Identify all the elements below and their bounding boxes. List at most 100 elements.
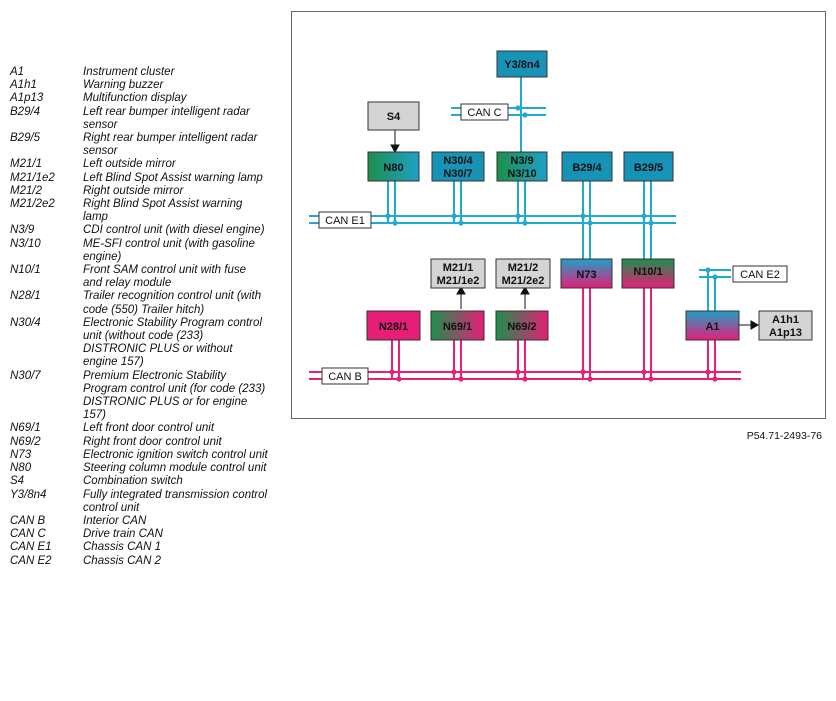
svg-text:CAN B: CAN B — [328, 371, 362, 383]
svg-text:N69/2: N69/2 — [507, 321, 536, 333]
box-n28-1: N28/1 — [366, 310, 421, 341]
legend-description: Fully integrated transmission control co… — [83, 488, 268, 514]
arrow-up-icon — [520, 285, 530, 295]
legend-code: M21/1e2 — [10, 171, 55, 184]
svg-text:B29/5: B29/5 — [634, 162, 663, 174]
bus-junctions — [385, 105, 718, 280]
legend-description: Premium Electronic Stability Program con… — [83, 369, 266, 422]
figure-reference: P54.71-2493-76 — [746, 430, 822, 442]
svg-text:CAN E1: CAN E1 — [325, 215, 365, 227]
legend-code: B29/4 — [10, 105, 41, 118]
legend-row: N3/9 CDI control unit (with diesel engine… — [10, 224, 280, 237]
box-n10-1: N10/1 — [621, 258, 675, 289]
legend-description: Interior CAN — [83, 514, 147, 527]
can-network-diagram: CAN C CAN E1 CAN E2 CAN B Y3/8n4 S4 N80 … — [309, 50, 813, 385]
legend-code: A1p13 — [10, 92, 44, 105]
box-b29-4: B29/4 — [561, 151, 613, 182]
legend-code: N10/1 — [10, 264, 41, 277]
legend-description: Right rear bumper intelligent radar sens… — [83, 132, 258, 158]
legend-description: Front SAM control unit with fuse and rel… — [83, 264, 246, 290]
legend-code: A1 — [10, 66, 25, 78]
svg-text:A1: A1 — [705, 321, 719, 333]
legend-description: Left Blind Spot Assist warning lamp — [83, 171, 263, 184]
legend-code: Y3/8n4 — [10, 488, 47, 501]
legend-code: CAN E2 — [10, 554, 52, 567]
svg-text:A1p13: A1p13 — [769, 327, 802, 339]
svg-text:CAN C: CAN C — [467, 107, 501, 119]
svg-text:M21/1: M21/1 — [443, 262, 474, 274]
box-n3: N3/9 N3/10 — [496, 151, 548, 182]
legend-row: N69/2 Right front door control unit — [10, 436, 280, 449]
legend-description: Left outside mirror — [83, 158, 176, 171]
svg-text:S4: S4 — [387, 111, 401, 123]
bus-label-can-b: CAN B — [321, 367, 369, 385]
legend-code: N69/1 — [10, 422, 41, 435]
arrow-down-icon — [390, 144, 400, 154]
legend-code: N30/4 — [10, 316, 41, 329]
box-n80: N80 — [367, 151, 420, 182]
box-s4: S4 — [367, 101, 420, 131]
legend-description: Electronic Stability Program control uni… — [83, 316, 262, 369]
legend-code: CAN E1 — [10, 541, 52, 554]
box-m21-2: M21/2 M21/2e2 — [495, 258, 551, 289]
box-n73: N73 — [560, 258, 613, 289]
legend-description: Right front door control unit — [83, 435, 222, 448]
legend-description: Right outside mirror — [83, 184, 184, 197]
legend-code: N28/1 — [10, 290, 41, 303]
bus-label-can-e1: CAN E1 — [318, 211, 372, 229]
box-m21-1: M21/1 M21/1e2 — [430, 258, 486, 289]
legend-code: CAN C — [10, 528, 46, 541]
legend-description: Warning buzzer — [83, 79, 164, 92]
box-n69-2: N69/2 — [495, 310, 549, 341]
legend-description: Chassis CAN 2 — [83, 554, 161, 567]
legend-code: M21/2e2 — [10, 198, 55, 211]
legend-description: ME-SFI control unit (with gasoline engin… — [83, 237, 255, 263]
legend-description: Right Blind Spot Assist warning lamp — [83, 198, 243, 224]
legend-code: S4 — [10, 475, 25, 488]
legend-code: CAN B — [10, 514, 46, 527]
svg-text:N69/1: N69/1 — [443, 321, 472, 333]
legend-row: N30/7 Premium Electronic Stability Progra… — [10, 370, 280, 423]
connectors — [390, 130, 760, 330]
legend-description: Left rear bumper intelligent radar senso… — [83, 105, 250, 131]
legend-row: Y3/8n4 Fully integrated transmission cont… — [10, 489, 280, 515]
svg-text:M21/2e2: M21/2e2 — [502, 275, 545, 287]
box-a1-outputs: A1h1 A1p13 — [758, 310, 813, 341]
box-b29-5: B29/5 — [623, 151, 674, 182]
svg-text:N10/1: N10/1 — [633, 266, 662, 278]
legend-row: B29/5 Right rear bumper intelligent radar… — [10, 132, 280, 158]
bus-junctions-can-b — [389, 369, 718, 382]
legend-row: N69/1 Left front door control unit — [10, 422, 280, 435]
legend-description: Left front door control unit — [83, 422, 215, 435]
legend-row: CAN E2 Chassis CAN 2 — [10, 555, 280, 568]
svg-text:Y3/8n4: Y3/8n4 — [504, 59, 540, 71]
legend-code: N30/7 — [10, 369, 41, 382]
legend-description: Steering column module control unit — [83, 462, 267, 475]
legend-code: M21/1 — [10, 158, 42, 171]
legend-row: B29/4 Left rear bumper intelligent radar … — [10, 106, 280, 132]
legend-code: N3/9 — [10, 224, 35, 237]
box-n69-1: N69/1 — [430, 310, 485, 341]
legend-description: CDI control unit (with diesel engine) — [83, 224, 265, 237]
svg-text:N3/9: N3/9 — [510, 155, 533, 167]
diagram-frame — [291, 11, 826, 419]
legend-code: A1h1 — [10, 79, 37, 92]
box-n30: N30/4 N30/7 — [431, 151, 485, 182]
svg-text:CAN E2: CAN E2 — [740, 269, 780, 281]
legend-code: N69/2 — [10, 435, 41, 448]
svg-text:B29/4: B29/4 — [572, 162, 602, 174]
svg-text:M21/1e2: M21/1e2 — [437, 275, 480, 287]
legend-code: B29/5 — [10, 132, 41, 145]
legend-row: A1h1 Warning buzzer — [10, 79, 280, 92]
box-y3-8n4: Y3/8n4 — [496, 50, 548, 78]
legend-row: N10/1 Front SAM control unit with fuse an… — [10, 264, 280, 290]
